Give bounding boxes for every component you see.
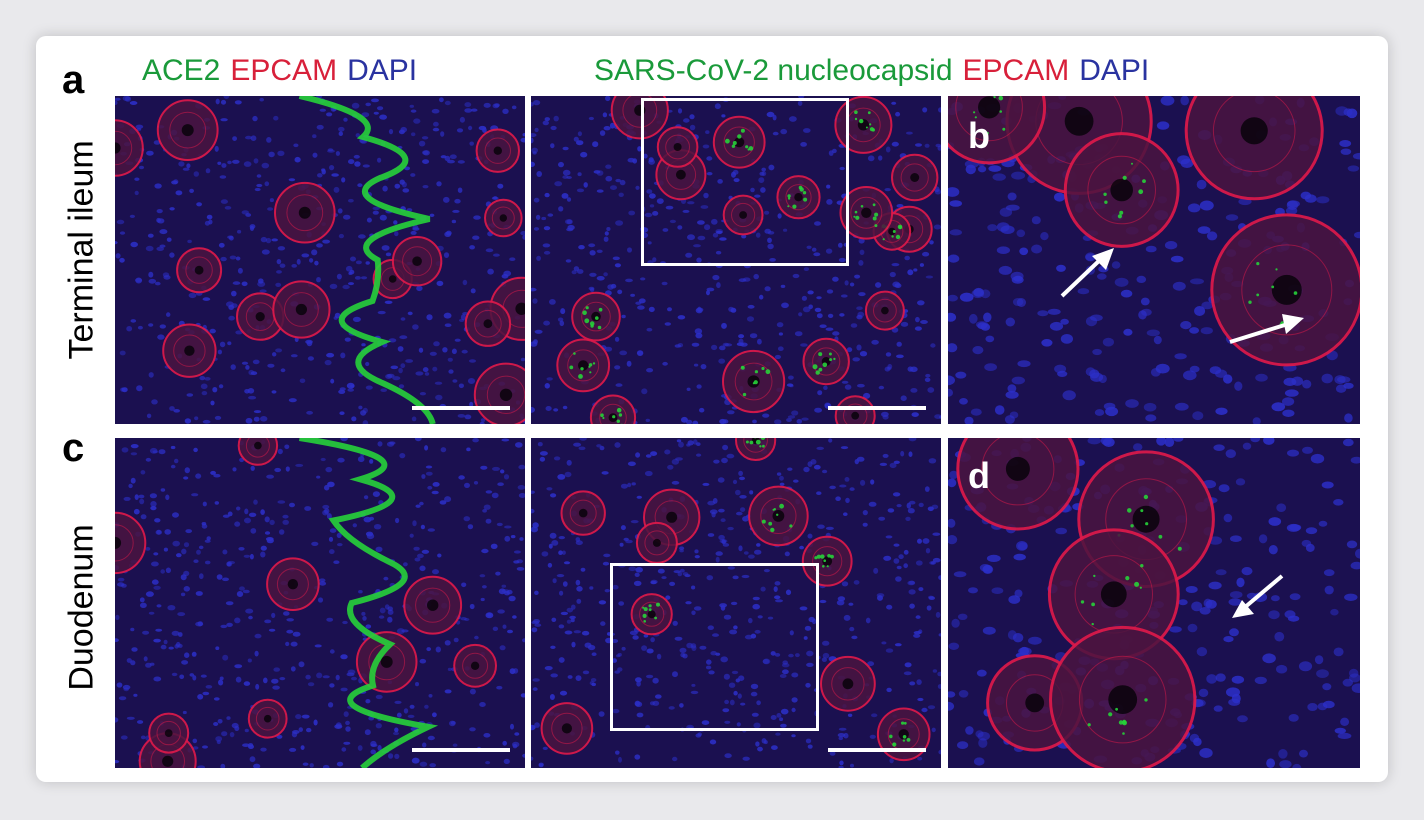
arrow-icon — [1229, 314, 1304, 344]
header-epcam-right: EPCAM — [962, 54, 1070, 87]
header-nucleocapsid: SARS-CoV-2 nucleocapsid — [594, 54, 953, 87]
micrograph-duodenum-zoom — [948, 438, 1360, 768]
arrow-icon — [1232, 574, 1284, 618]
inset-box-ileum — [641, 98, 849, 266]
micrograph-image — [948, 438, 1360, 768]
micrograph-image — [948, 96, 1360, 424]
header-left: ACE2 EPCAM DAPI — [142, 56, 427, 86]
scale-bar — [828, 748, 926, 752]
header-dapi-right: DAPI — [1079, 54, 1150, 87]
scale-bar — [412, 748, 510, 752]
scale-bar — [412, 406, 510, 410]
micrograph-duodenum-nucleocapsid — [531, 438, 941, 768]
row-label-duodenum: Duodenum — [62, 524, 101, 691]
row-label-terminal-ileum: Terminal ileum — [62, 140, 101, 360]
panel-letter-c: c — [62, 426, 85, 470]
micrograph-duodenum-ace2 — [115, 438, 525, 768]
panel-letter-a: a — [62, 58, 85, 102]
panel-letter-d: d — [968, 455, 990, 496]
micrograph-image — [115, 96, 525, 424]
header-right: SARS-CoV-2 nucleocapsid EPCAM DAPI — [594, 56, 1159, 86]
micrograph-image — [115, 438, 525, 768]
micrograph-ileum-zoom — [948, 96, 1360, 424]
micrograph-ileum-nucleocapsid — [531, 96, 941, 424]
micrograph-ileum-ace2 — [115, 96, 525, 424]
header-dapi-left: DAPI — [347, 54, 418, 87]
scale-bar — [828, 406, 926, 410]
micrograph-image — [531, 96, 941, 424]
micrograph-image — [531, 438, 941, 768]
header-ace2: ACE2 — [142, 54, 221, 87]
header-epcam-left: EPCAM — [230, 54, 338, 87]
panel-letter-b: b — [968, 115, 990, 156]
arrow-icon — [1060, 248, 1114, 298]
inset-box-duodenum — [610, 563, 819, 731]
